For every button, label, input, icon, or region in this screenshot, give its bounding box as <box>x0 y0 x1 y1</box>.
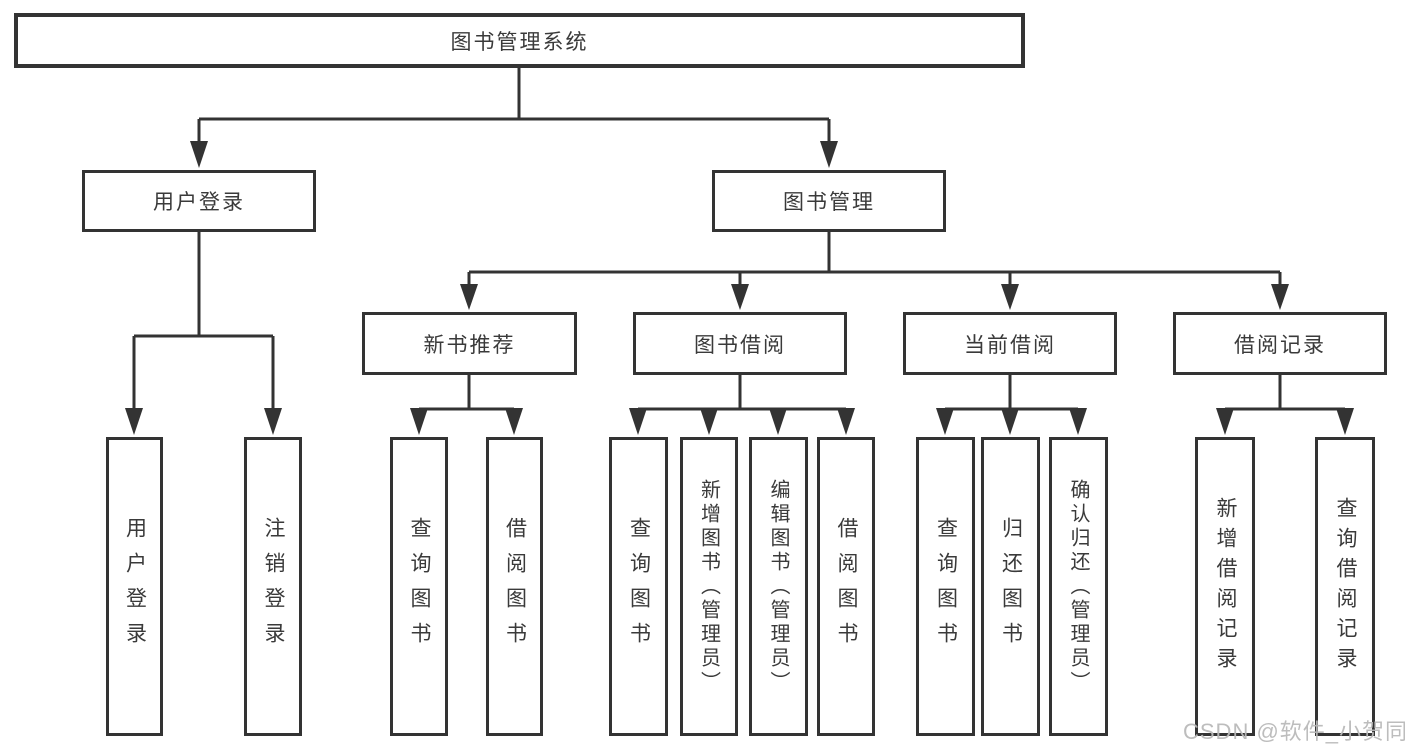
node-label: 图书管理 <box>783 191 875 214</box>
leaf-borrow-books-recommend: 借阅图书 <box>486 437 543 736</box>
leaf-add-borrow-record: 新增借阅记录 <box>1195 437 1255 736</box>
leaf-return-books: 归还图书 <box>981 437 1040 736</box>
leaf-label: 查询借阅记录 <box>1334 496 1357 677</box>
leaf-query-borrow-record: 查询借阅记录 <box>1315 437 1375 736</box>
leaf-confirm-return-admin: 确认归还（管理员） <box>1049 437 1108 736</box>
node-label: 用户登录 <box>153 191 245 214</box>
arrow-down-icons <box>125 141 1354 435</box>
leaf-label: 查询图书 <box>934 516 958 657</box>
leaf-logout: 注销登录 <box>244 437 302 736</box>
leaf-label: 借阅图书 <box>503 516 527 657</box>
node-label: 当前借阅 <box>964 333 1056 357</box>
leaf-label: 新增借阅记录 <box>1214 496 1237 677</box>
leaf-label: 注销登录 <box>262 516 285 657</box>
node-new-book-recommendation: 新书推荐 <box>362 312 577 375</box>
node-book-management: 图书管理 <box>712 170 946 232</box>
leaf-edit-books-admin: 编辑图书（管理员） <box>749 437 808 736</box>
node-label: 借阅记录 <box>1234 333 1326 357</box>
leaf-add-books-admin: 新增图书（管理员） <box>680 437 738 736</box>
tree-edges <box>132 68 1345 411</box>
node-label: 新书推荐 <box>423 333 516 357</box>
leaf-label: 归还图书 <box>999 516 1023 657</box>
csdn-watermark: CSDN @软件_小贺同学 <box>1183 719 1405 744</box>
leaf-label: 用户登录 <box>123 516 147 657</box>
leaf-label: 编辑图书（管理员） <box>767 478 789 695</box>
leaf-label: 借阅图书 <box>835 516 858 657</box>
leaf-label: 新增图书（管理员） <box>697 478 720 695</box>
leaf-label: 查询图书 <box>408 516 431 657</box>
leaf-query-books-current: 查询图书 <box>916 437 975 736</box>
leaf-label: 查询图书 <box>627 516 651 657</box>
leaf-query-books-recommend: 查询图书 <box>390 437 448 736</box>
node-user-login: 用户登录 <box>82 170 316 232</box>
leaf-borrow-books: 借阅图书 <box>817 437 875 736</box>
node-book-borrowing: 图书借阅 <box>633 312 847 375</box>
leaf-label: 确认归还（管理员） <box>1067 478 1089 695</box>
node-label: 图书管理系统 <box>450 30 589 54</box>
leaf-query-books-borrow: 查询图书 <box>609 437 668 736</box>
node-current-borrowing: 当前借阅 <box>903 312 1117 375</box>
leaf-user-login: 用户登录 <box>106 437 163 736</box>
node-book-management-system: 图书管理系统 <box>14 13 1025 68</box>
node-borrowing-records: 借阅记录 <box>1173 312 1387 375</box>
node-label: 图书借阅 <box>694 333 786 357</box>
